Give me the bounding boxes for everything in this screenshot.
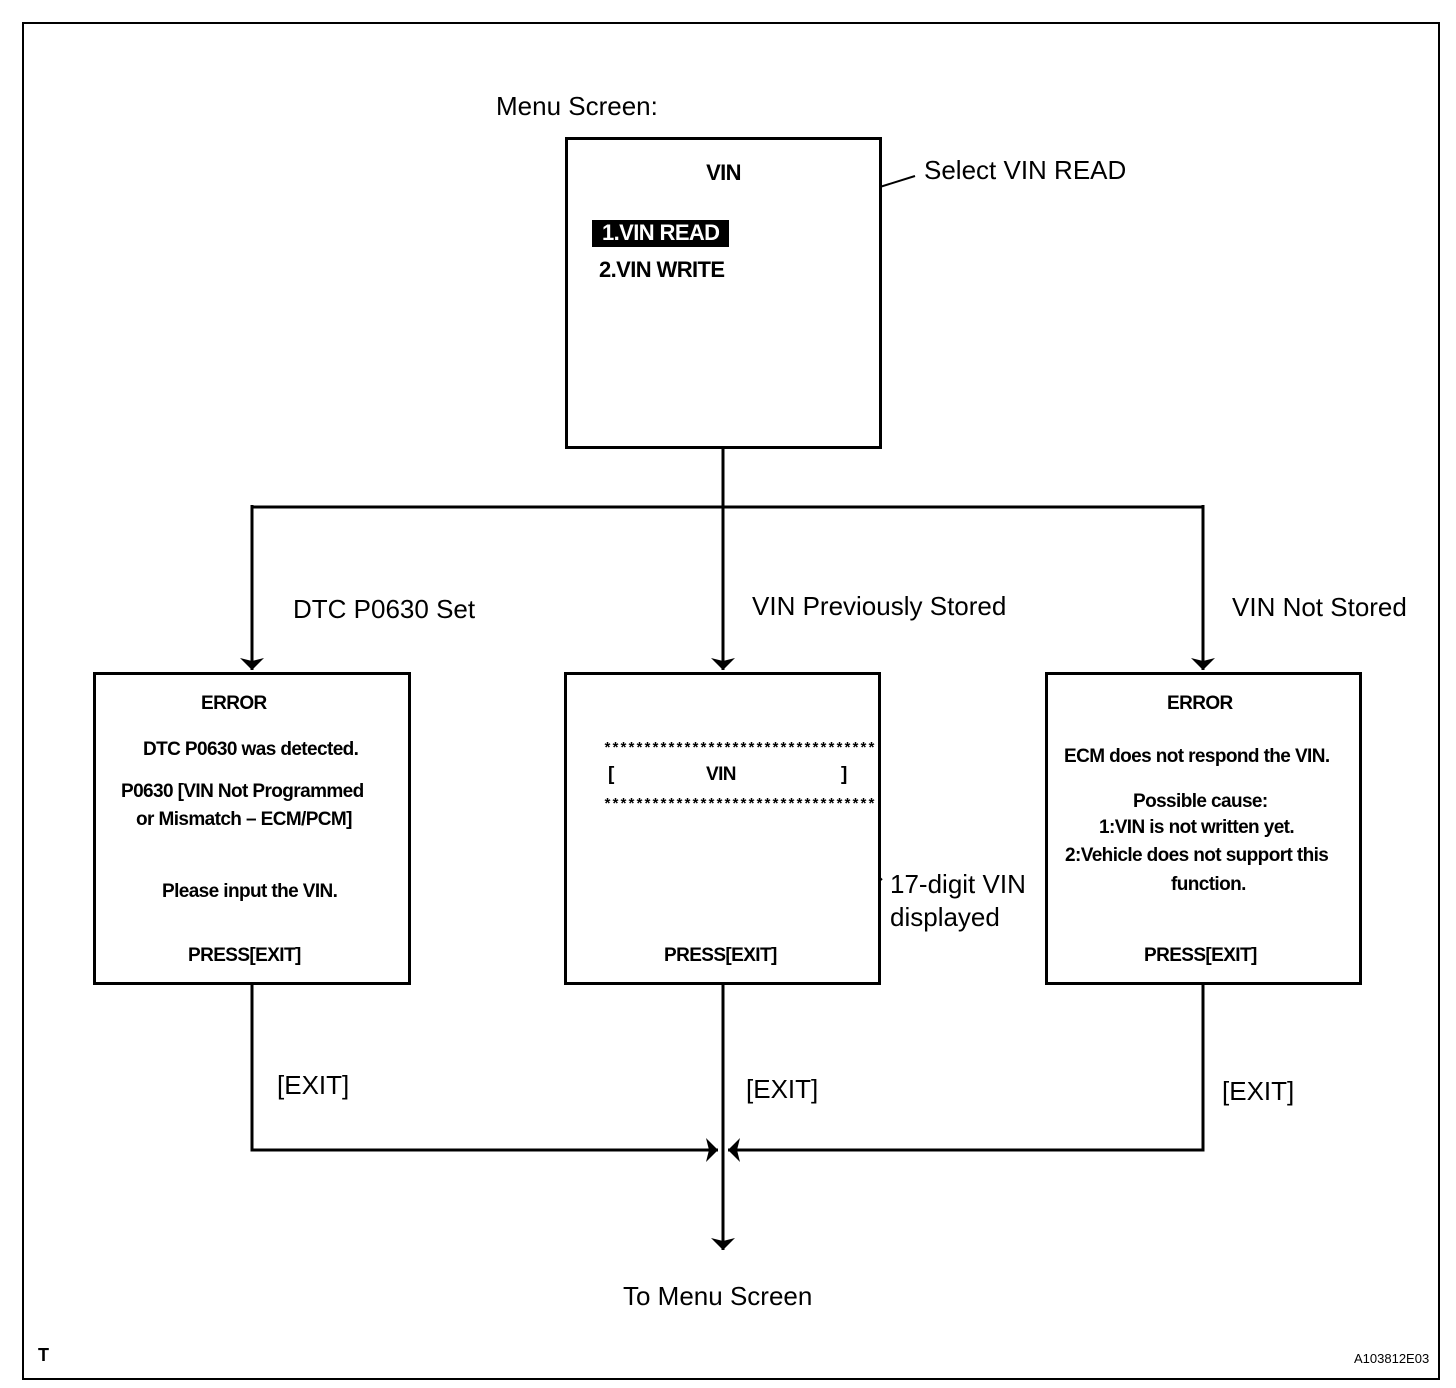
branch-label-dtc: DTC P0630 Set (293, 594, 476, 624)
dtc-description-line2: or Mismatch – ECM/PCM] (136, 809, 352, 830)
select-vin-read-callout: Select VIN READ (924, 155, 1127, 185)
dtc-error-screen: ERROR DTC P0630 was detected. P0630 [VIN… (93, 672, 411, 985)
menu-screen-caption: Menu Screen: (496, 91, 658, 121)
branch-label-stored: VIN Previously Stored (752, 591, 1007, 621)
vin-callout-line1: 17-digit VIN (890, 869, 1026, 899)
vin-field-label: VIN (706, 764, 736, 785)
menu-item-vin-read-wrap: 1.VIN READ (592, 220, 730, 247)
vin-bracket-close: ] (841, 764, 847, 785)
error-title: ERROR (1167, 693, 1233, 714)
vin-not-stored-error-screen: ERROR ECM does not respond the VIN. Poss… (1045, 672, 1362, 985)
ecm-no-response-text: ECM does not respond the VIN. (1064, 746, 1330, 767)
vin-callout-line2: displayed (890, 902, 1000, 932)
exit-label-right: [EXIT] (1222, 1076, 1295, 1106)
left-return-line (250, 984, 718, 1162)
press-exit-text: PRESS[EXIT] (188, 945, 301, 966)
cause-1-text: 1:VIN is not written yet. (1099, 817, 1295, 838)
cause-2-text: 2:Vehicle does not support this (1065, 845, 1329, 866)
right-return-line (728, 984, 1205, 1162)
input-vin-prompt: Please input the VIN. (162, 881, 338, 902)
press-exit-text: PRESS[EXIT] (1144, 945, 1257, 966)
cause-2-text-cont: function. (1171, 874, 1246, 895)
stars-bottom: ********************************** (603, 797, 876, 814)
menu-screen-title: VIN (706, 160, 741, 185)
stars-top: ********************************** (603, 741, 876, 758)
error-title: ERROR (201, 693, 267, 714)
menu-item-vin-read[interactable]: 1.VIN READ (592, 220, 730, 247)
corner-mark: T (38, 1345, 49, 1365)
vin-display-screen: ********************************** [ VIN… (564, 672, 881, 985)
possible-cause-heading: Possible cause: (1133, 791, 1268, 812)
press-exit-text: PRESS[EXIT] (664, 945, 777, 966)
menu-screen-box: VIN 1.VIN READ 2.VIN WRITE (565, 137, 882, 449)
dtc-detected-text: DTC P0630 was detected. (143, 739, 359, 760)
dtc-description-line1: P0630 [VIN Not Programmed (121, 781, 364, 802)
exit-label-center: [EXIT] (746, 1074, 819, 1104)
menu-item-vin-write[interactable]: 2.VIN WRITE (599, 257, 725, 282)
vin-bracket-open: [ (608, 764, 614, 785)
figure-id: A103812E03 (1354, 1351, 1430, 1366)
to-menu-screen-label: To Menu Screen (623, 1281, 813, 1311)
branch-label-not-stored: VIN Not Stored (1232, 592, 1407, 622)
exit-label-left: [EXIT] (277, 1070, 350, 1100)
diagram-frame (22, 22, 1440, 1380)
